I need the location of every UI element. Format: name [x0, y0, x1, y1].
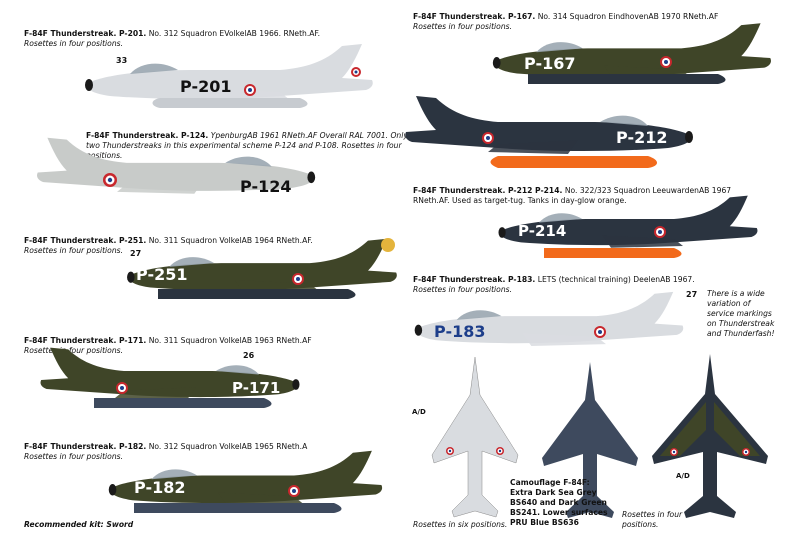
registration-label: P-212 [616, 128, 668, 147]
aircraft-p183: P-183 [410, 288, 690, 363]
registration-label: P-167 [524, 54, 576, 73]
aircraft-number: 26 [243, 351, 255, 360]
ad-label-right: A/D [676, 472, 690, 480]
rosettes-six-note: Rosettes in six positions. [413, 520, 508, 529]
aircraft-p171: P-171 [34, 340, 304, 420]
aircraft-p182-side [108, 450, 383, 513]
plan-view-blue-underside [542, 362, 638, 518]
aircraft-p167: P-167 [488, 18, 778, 98]
caption-p183: F-84F Thunderstreak. P-183. LETS (techni… [413, 275, 695, 294]
caption-p167: F-84F Thunderstreak. P-167. No. 314 Squa… [413, 12, 719, 31]
target-tank [490, 156, 657, 168]
aircraft-p251-side [127, 238, 397, 299]
aircraft-number: 27 [130, 249, 142, 258]
aircraft-p167-side [492, 23, 771, 84]
registration-label: P-182 [134, 478, 186, 497]
registration-label: P-201 [180, 77, 232, 96]
aircraft-p214-side [498, 195, 758, 258]
caption-p201: F-84F Thunderstreak. P-201. No. 312 Squa… [24, 29, 321, 48]
registration-label: P-214 [518, 222, 567, 240]
camouflage-note: Camouflage F-84F: Extra Dark Sea Grey BS… [510, 478, 608, 527]
ad-label-left: A/D [412, 408, 426, 416]
aircraft-p124: P-124 [30, 130, 320, 215]
aircraft-p124-side [37, 137, 316, 194]
caption-p171: F-84F Thunderstreak. P-171. No. 311 Squa… [24, 336, 312, 355]
caption-p124: F-84F Thunderstreak. P-124. YpenburgAB 1… [86, 131, 408, 160]
aircraft-p201: P-201 [80, 40, 380, 120]
plan-view-silver-underside [431, 356, 519, 518]
registration-label: P-251 [136, 265, 188, 284]
aircraft-p183-side [414, 291, 684, 347]
aircraft-p212-side [405, 96, 693, 168]
rosettes-four-note: Rosettes in four positions. [622, 510, 683, 529]
caption-p182: F-84F Thunderstreak. P-182. No. 312 Squa… [24, 442, 308, 461]
caption-p251: F-84F Thunderstreak. P-251. No. 311 Squa… [24, 236, 313, 255]
aircraft-p171-side [40, 347, 300, 408]
aircraft-number: 27 [686, 290, 698, 299]
markings-note: There is a wide variation of service mar… [707, 289, 775, 338]
aircraft-number: 33 [116, 56, 128, 65]
squadron-badge-icon [381, 238, 395, 252]
aircraft-p214: P-214 [484, 192, 774, 272]
registration-label: P-124 [240, 177, 292, 196]
registration-label: P-183 [434, 322, 486, 341]
aircraft-p201-side [85, 44, 373, 108]
caption-p212-p214: F-84F Thunderstreak. P-212 P-214. No. 32… [413, 186, 732, 205]
recommended-kit: Recommended kit: Sword [24, 520, 134, 529]
plan-view-camo-top [652, 354, 768, 518]
aircraft-p212: P-212 [398, 92, 698, 182]
aircraft-p251: P-251 [118, 235, 408, 310]
registration-label: P-171 [232, 379, 281, 397]
aircraft-p182: P-182 [104, 445, 389, 525]
